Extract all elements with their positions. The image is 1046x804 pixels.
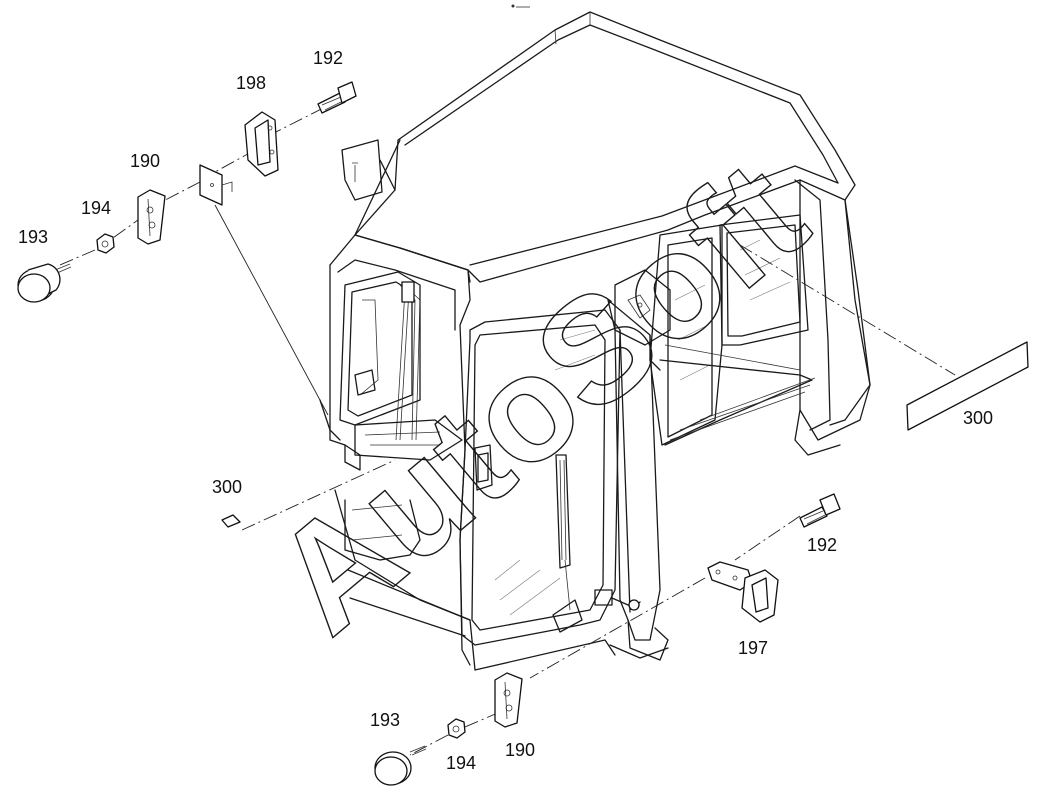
grab-handle-198 (244, 111, 279, 177)
bolt-192-top (317, 81, 357, 114)
callout-198: 198 (236, 73, 266, 93)
top-marker (511, 4, 530, 8)
mounting-plate-top (199, 164, 233, 206)
nut-194-bottom (447, 718, 466, 739)
callout-193-bottom: 193 (370, 710, 400, 730)
bolt-192-bottom (799, 493, 841, 528)
nut-194-top (96, 233, 115, 254)
cab-body (319, 11, 871, 671)
block-190-bottom (494, 672, 523, 728)
leader-lines (59, 96, 956, 756)
knob-193-bottom (374, 745, 427, 786)
callout-190-bottom: 190 (505, 740, 535, 760)
grab-handle-197 (707, 561, 779, 623)
callout-192-bottom: 192 (807, 535, 837, 555)
callout-192-top: 192 (313, 48, 343, 68)
callout-194-bottom: 194 (446, 753, 476, 773)
callout-194-top: 194 (81, 198, 111, 218)
callout-300-right: 300 (963, 408, 993, 428)
callout-300-left: 300 (212, 477, 242, 497)
knob-193-top (17, 263, 72, 303)
block-190-top (137, 189, 166, 245)
decal-300-left (221, 514, 241, 528)
callout-197: 197 (738, 638, 768, 658)
decal-300-right (906, 341, 1029, 431)
callout-190-top: 190 (130, 151, 160, 171)
callout-193-top: 193 (18, 227, 48, 247)
